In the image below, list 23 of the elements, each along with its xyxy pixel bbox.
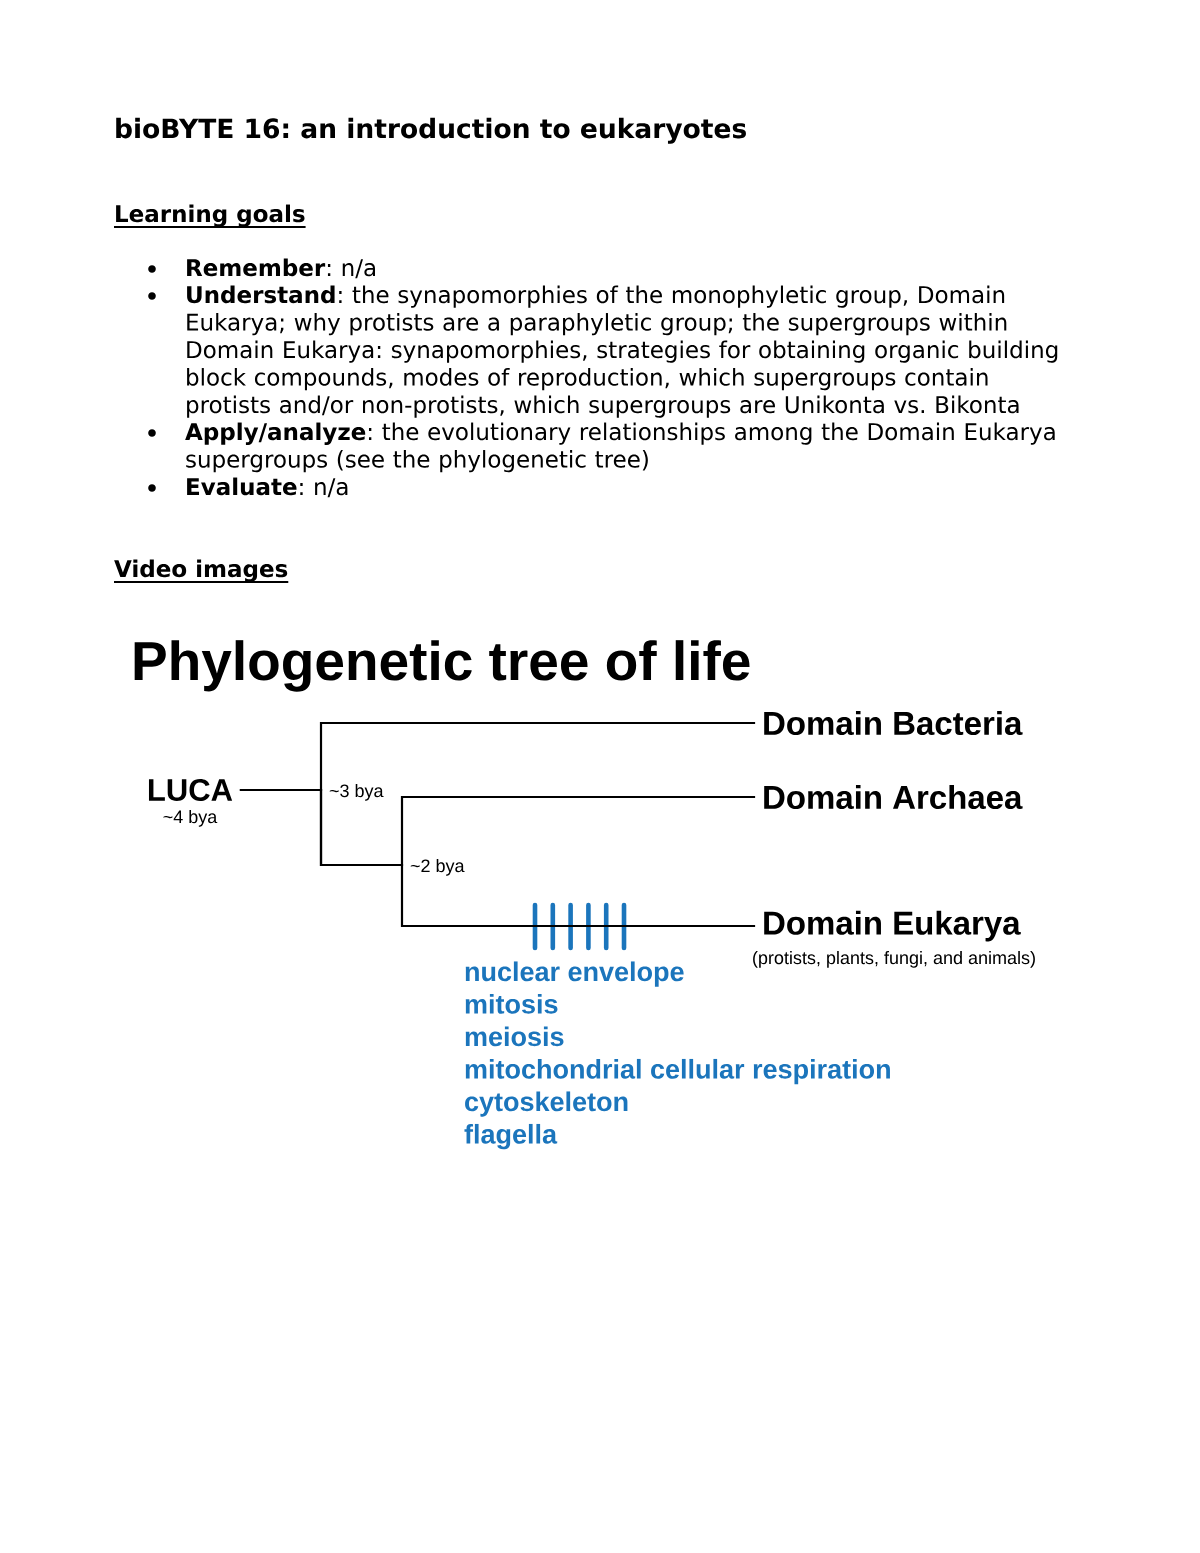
goal-item: Evaluate: n/a [187,477,348,498]
time-label: ~4 bya [163,809,218,827]
trait-label: cytoskeleton [465,1091,628,1117]
taxon-label: Domain Archaea [764,784,1023,810]
root-label: LUCA [148,779,233,801]
section-heading: Learning goals [113,204,307,228]
time-label: ~2 bya [410,858,465,876]
trait-label: mitochondrial cellular respiration [465,1058,890,1085]
goal-item: Remember: n/a [187,258,375,279]
diagram-title: Phylogenetic tree of life [134,640,750,692]
goal-item: Apply/analyze: the evolutionary relationships among the Domain Eukarya supergroups (see the phylogenetic tree) [185,422,1055,473]
trait-label: mitosis [465,993,558,1014]
time-label: ~3 bya [329,783,384,801]
taxon-note: (protists, plants, fungi, and animals) [753,950,1035,968]
trait-label: nuclear envelope [465,961,684,987]
goal-item: Understand: the synapomorphies of the monophyletic group, Domain Eukarya; why protists are a paraphyletic group; the supergroups within Domain Eukarya: synapomorphies, strategies for obtaining organic building block compounds, modes of reproduction, which supergroups contain protists and/or non-protists, which supergroups are Unikonta vs. Bikonta [187,285,1058,418]
trait-label: meiosis [465,1026,564,1047]
tree-branch [239,788,756,928]
section-heading: Video images [113,559,290,583]
trait-label: flagella [464,1123,558,1150]
taxon-label: Domain Eukarya [764,910,1021,942]
taxon-label: Domain Bacteria [764,710,1023,736]
document-heading: bioBYTE 16: an introduction to eukaryotes [116,117,746,144]
